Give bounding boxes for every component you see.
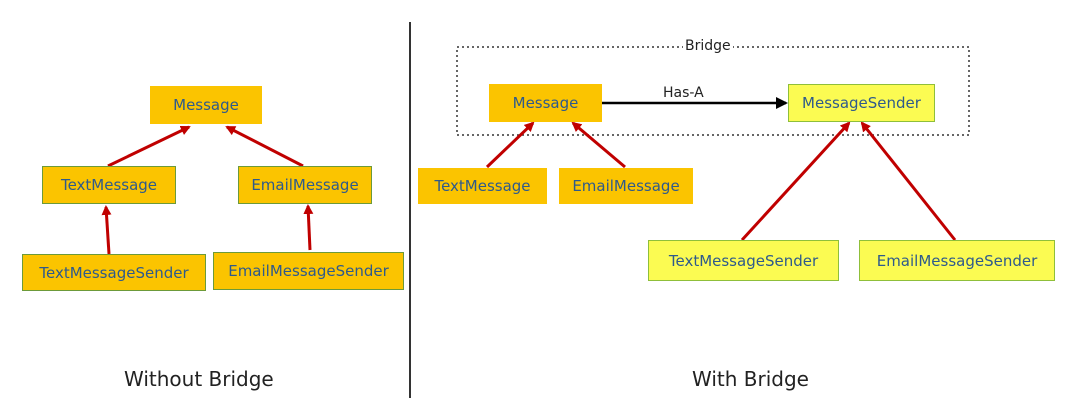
right-emailmessage-box: EmailMessage [559,168,693,204]
arrow-emailmessagesender-to-messagesender [860,121,957,241]
right-textmessage-label: TextMessage [434,177,531,195]
left-emailmessagesender-label: EmailMessageSender [228,262,389,280]
arrow-textmessage-to-message-right [485,121,535,169]
arrow-emailmessage-to-message [225,125,304,168]
right-emailmessagesender-label: EmailMessageSender [876,251,1038,270]
has-a-label: Has-A [663,85,704,101]
arrow-textmessagesender-to-messagesender [740,121,851,242]
left-message-label: Message [173,96,239,114]
arrow-emailmessage-to-message-right [571,121,626,169]
left-textmessagesender-label: TextMessageSender [39,263,189,282]
arrow-textmessage-to-message [107,125,191,168]
left-caption: Without Bridge [124,367,274,391]
left-textmessage-box: TextMessage [42,166,176,204]
right-emailmessage-label: EmailMessage [572,177,680,195]
right-messagesender-box: MessageSender [788,84,935,122]
left-emailmessage-box: EmailMessage [238,166,372,204]
right-textmessagesender-box: TextMessageSender [648,240,839,281]
left-textmessagesender-box: TextMessageSender [22,254,206,291]
arrow-emailmessagesender-to-emailmessage [303,204,314,251]
right-textmessage-box: TextMessage [418,168,547,204]
left-message-box: Message [150,86,262,124]
right-message-label: Message [512,94,579,112]
arrow-textmessagesender-to-textmessage [101,205,112,255]
left-emailmessage-label: EmailMessage [251,176,359,194]
right-emailmessagesender-box: EmailMessageSender [859,240,1055,281]
left-emailmessagesender-box: EmailMessageSender [213,252,404,290]
right-caption: With Bridge [692,367,809,391]
bridge-label: Bridge [683,38,733,54]
left-textmessage-label: TextMessage [60,176,158,194]
right-textmessagesender-label: TextMessageSender [668,251,819,270]
right-message-box: Message [489,84,602,122]
right-messagesender-label: MessageSender [802,94,921,112]
